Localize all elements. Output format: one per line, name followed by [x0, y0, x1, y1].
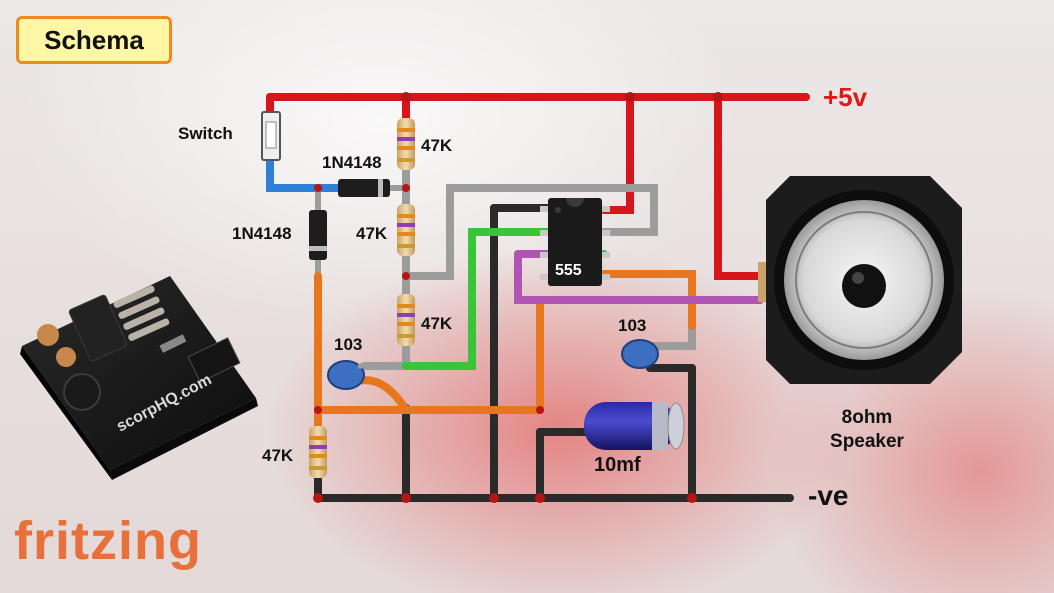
cap-right-label: 103 [618, 316, 647, 335]
resistor-1 [397, 118, 415, 170]
resistor-4 [309, 426, 327, 478]
switch-label: Switch [178, 124, 233, 143]
diode-left-label: 1N4148 [232, 224, 292, 243]
resistor-4-label: 47K [262, 446, 294, 465]
ceramic-capacitor-right [621, 339, 659, 369]
electrolytic-capacitor [584, 402, 685, 450]
diode-top [338, 179, 390, 197]
diode-left [309, 210, 327, 260]
electrolytic-label: 10mf [594, 454, 641, 476]
page-title: Schema [16, 16, 172, 64]
resistor-3-label: 47K [421, 314, 453, 333]
ground-wires [314, 204, 794, 502]
resistor-1-label: 47K [421, 136, 453, 155]
resistor-3 [397, 294, 415, 346]
speaker-label-line1: 8ohm [841, 407, 893, 428]
ic-label: 555 [555, 262, 582, 279]
resistor-2-label: 47K [356, 224, 388, 243]
fritzing-logo: fritzing [14, 511, 202, 571]
switch [261, 111, 281, 161]
ic-555 [540, 198, 610, 286]
positive-supply-label: +5v [823, 82, 868, 112]
speaker [758, 176, 962, 384]
speaker-label-line2: Speaker [830, 431, 904, 452]
resistor-2 [397, 204, 415, 256]
pcb-render: scorpHQ.com [20, 276, 258, 480]
junction-dots [313, 92, 723, 503]
diode-top-label: 1N4148 [322, 153, 382, 172]
ceramic-capacitor-left [327, 360, 365, 390]
negative-supply-label: -ve [808, 480, 849, 511]
cap-left-label: 103 [334, 335, 363, 354]
speaker-label: 8ohm Speaker [808, 406, 926, 454]
